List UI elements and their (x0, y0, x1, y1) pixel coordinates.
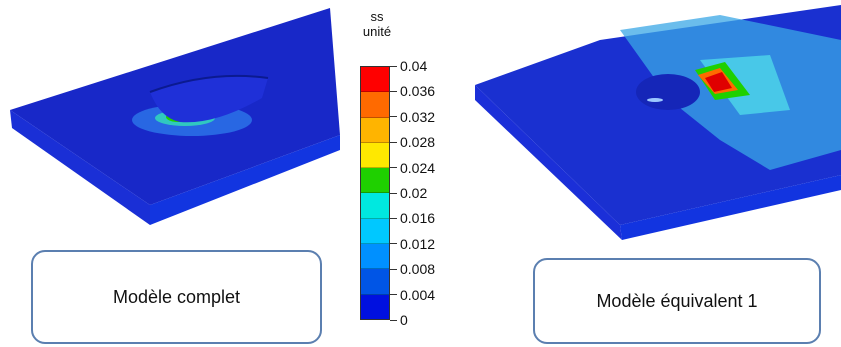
caption-full-model-text: Modèle complet (112, 286, 241, 307)
legend-tick (390, 243, 397, 245)
rivet-shadow (149, 74, 269, 93)
rivet-body (150, 75, 268, 123)
legend-tick-label: 0 (400, 312, 408, 328)
legend-tick-label: 0.012 (400, 235, 436, 252)
color-scale-segment (361, 168, 389, 194)
color-scale-segment (361, 193, 389, 219)
legend-tick-label: 0.004 (400, 286, 436, 303)
caption-full-model: Modèle complet (31, 250, 322, 344)
plate-front (620, 175, 841, 240)
legend-tick-label: 0.024 (400, 159, 436, 176)
legend-tick-label: 0.016 (400, 210, 436, 227)
color-scale-segment (361, 294, 389, 319)
legend-tick (390, 294, 397, 296)
full-model-view (10, 8, 340, 225)
legend-tick-label: 0.028 (400, 134, 436, 151)
plate-front (150, 135, 340, 225)
legend-tick-label: 0.008 (400, 261, 436, 278)
equivalent-model-view (475, 5, 841, 240)
legend-tick (390, 268, 397, 270)
color-scale-bar (360, 66, 390, 320)
plate-side (475, 85, 622, 240)
legend-tick-label: 0.032 (400, 108, 436, 125)
legend-tick-label: 0.02 (400, 185, 428, 201)
caption-equivalent-model: Modèle équivalent 1 (533, 258, 821, 344)
color-scale-segment (361, 218, 389, 245)
color-scale-segment (361, 92, 389, 118)
caption-equivalent-model-text: Modèle équivalent 1 (596, 290, 758, 311)
legend-tick (390, 116, 397, 118)
hole-highlight (647, 98, 663, 102)
hole (636, 74, 700, 110)
legend-tick (390, 90, 397, 92)
legend-tick (390, 217, 397, 219)
color-scale-segment (361, 244, 389, 270)
legend-tick (390, 65, 397, 67)
legend-tick (390, 167, 397, 169)
legend-tick (390, 192, 397, 194)
color-scale-segment (361, 67, 389, 93)
color-scale-segment (361, 269, 389, 295)
legend-tick-label: 0.036 (400, 83, 436, 100)
color-scale-segment (361, 117, 389, 143)
legend-tick (390, 319, 397, 321)
plate-side (10, 110, 150, 225)
legend-title: ss unité (352, 9, 402, 39)
legend-title-line1: ss (370, 9, 384, 24)
legend-title-line2: unité (362, 24, 392, 39)
legend-tick-label: 0.04 (400, 58, 428, 74)
stress-mesh-red (705, 72, 732, 92)
legend-tick (390, 141, 397, 143)
color-scale-segment (361, 142, 389, 169)
